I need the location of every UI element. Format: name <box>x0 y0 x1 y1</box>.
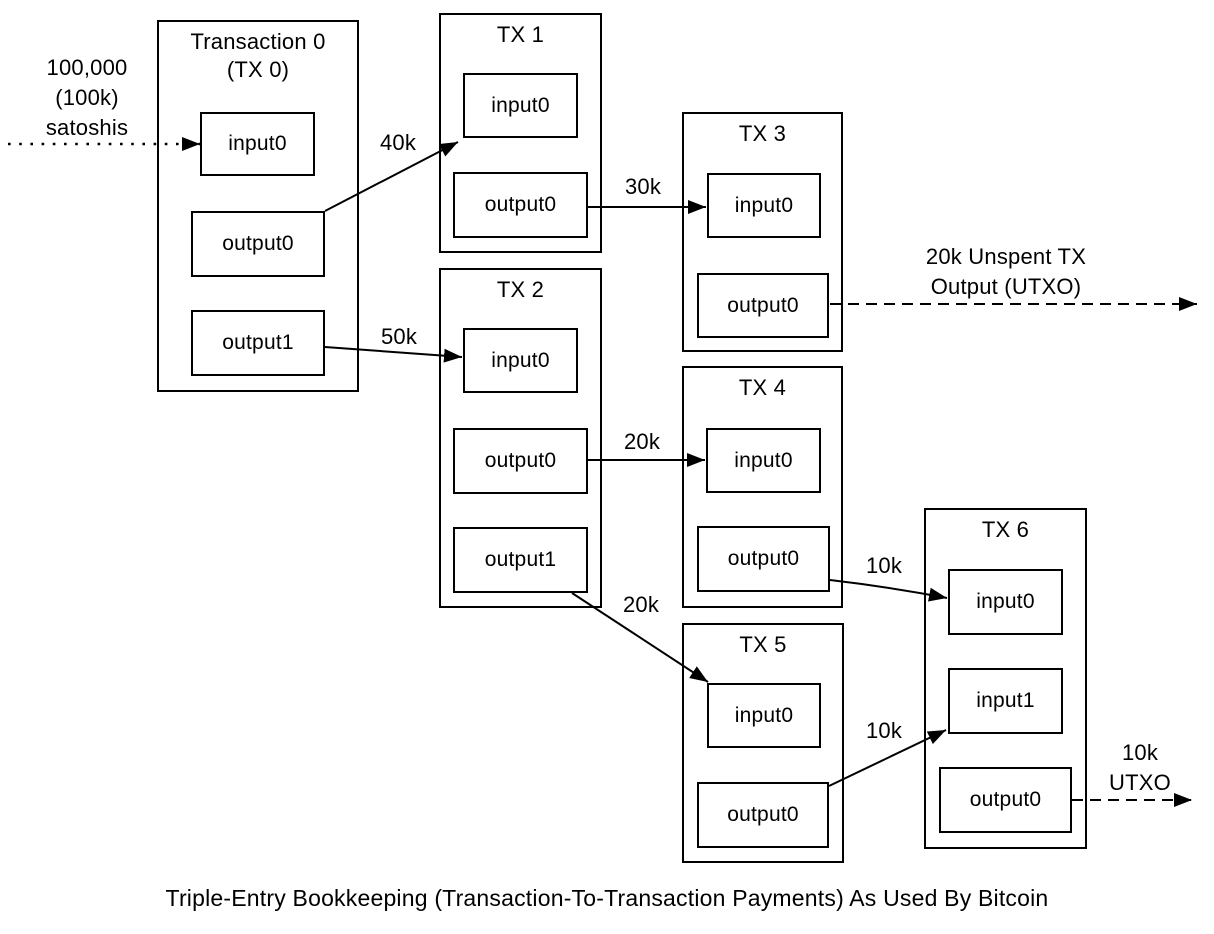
tx6-input1-box: input1 <box>948 668 1063 734</box>
tx6-output0-box: output0 <box>939 767 1072 833</box>
flow-label-tx0-tx1: 40k <box>379 130 417 155</box>
tx3-output0-box: output0 <box>697 273 829 338</box>
tx2-output1-box: output1 <box>453 527 588 593</box>
tx0-title-line1: Transaction 0 <box>190 29 326 54</box>
transaction-box-tx5: TX 5 input0 output0 <box>682 623 844 863</box>
transaction-box-tx6: TX 6 input0 input1 output0 <box>924 508 1087 849</box>
tx5-title: TX 5 <box>739 632 787 657</box>
funding-source-label: 100,000 (100k) satoshis <box>46 53 128 143</box>
transaction-box-tx4: TX 4 input0 output0 <box>682 366 843 608</box>
tx2-output0-box: output0 <box>453 428 588 494</box>
flow-label-tx2-tx4: 20k <box>623 429 661 454</box>
tx0-title: Transaction 0 (TX 0) <box>159 22 357 84</box>
funding-unit: satoshis <box>45 115 129 140</box>
tx4-output0-box: output0 <box>697 526 830 592</box>
transaction-box-tx1: TX 1 input0 output0 <box>439 13 602 253</box>
transaction-box-tx2: TX 2 input0 output0 output1 <box>439 268 602 608</box>
funding-amount-short: (100k) <box>55 85 119 110</box>
tx1-input0-box: input0 <box>463 73 578 138</box>
transaction-box-tx3: TX 3 input0 output0 <box>682 112 843 352</box>
tx0-output0-box: output0 <box>191 211 325 277</box>
tx2-input0-box: input0 <box>463 328 578 393</box>
flow-label-tx1-tx3: 30k <box>624 174 662 199</box>
tx6-input0-box: input0 <box>948 569 1063 635</box>
utxo-tx6-line2: UTXO <box>1109 770 1171 795</box>
utxo-tx6-line1: 10k <box>1121 740 1159 765</box>
tx3-title: TX 3 <box>738 121 787 146</box>
tx5-input0-box: input0 <box>707 683 821 748</box>
flow-label-tx5-tx6: 10k <box>865 718 903 743</box>
flow-label-tx2-tx5: 20k <box>622 592 660 617</box>
utxo-tx3-line2: Output (UTXO) <box>930 274 1082 299</box>
tx1-output0-box: output0 <box>453 172 588 238</box>
tx0-title-line2: (TX 0) <box>226 57 290 82</box>
transaction-box-tx0: Transaction 0 (TX 0) input0 output0 outp… <box>157 20 359 392</box>
tx4-input0-box: input0 <box>706 428 821 493</box>
utxo-label-tx3: 20k Unspent TX Output (UTXO) <box>926 242 1086 302</box>
tx0-input0-box: input0 <box>200 112 315 176</box>
figure-caption: Triple-Entry Bookkeeping (Transaction-To… <box>165 885 1049 911</box>
flow-label-tx4-tx6: 10k <box>865 553 903 578</box>
flow-label-tx0-tx2: 50k <box>380 324 418 349</box>
tx6-title: TX 6 <box>981 517 1030 542</box>
utxo-label-tx6: 10k UTXO <box>1109 738 1171 798</box>
tx0-output1-box: output1 <box>191 310 325 376</box>
tx2-title: TX 2 <box>496 277 545 302</box>
tx5-output0-box: output0 <box>697 782 829 848</box>
funding-amount: 100,000 <box>46 55 128 80</box>
tx4-title: TX 4 <box>738 375 787 400</box>
utxo-tx3-line1: 20k Unspent TX <box>925 244 1087 269</box>
tx3-input0-box: input0 <box>707 173 821 238</box>
tx1-title: TX 1 <box>496 22 545 47</box>
